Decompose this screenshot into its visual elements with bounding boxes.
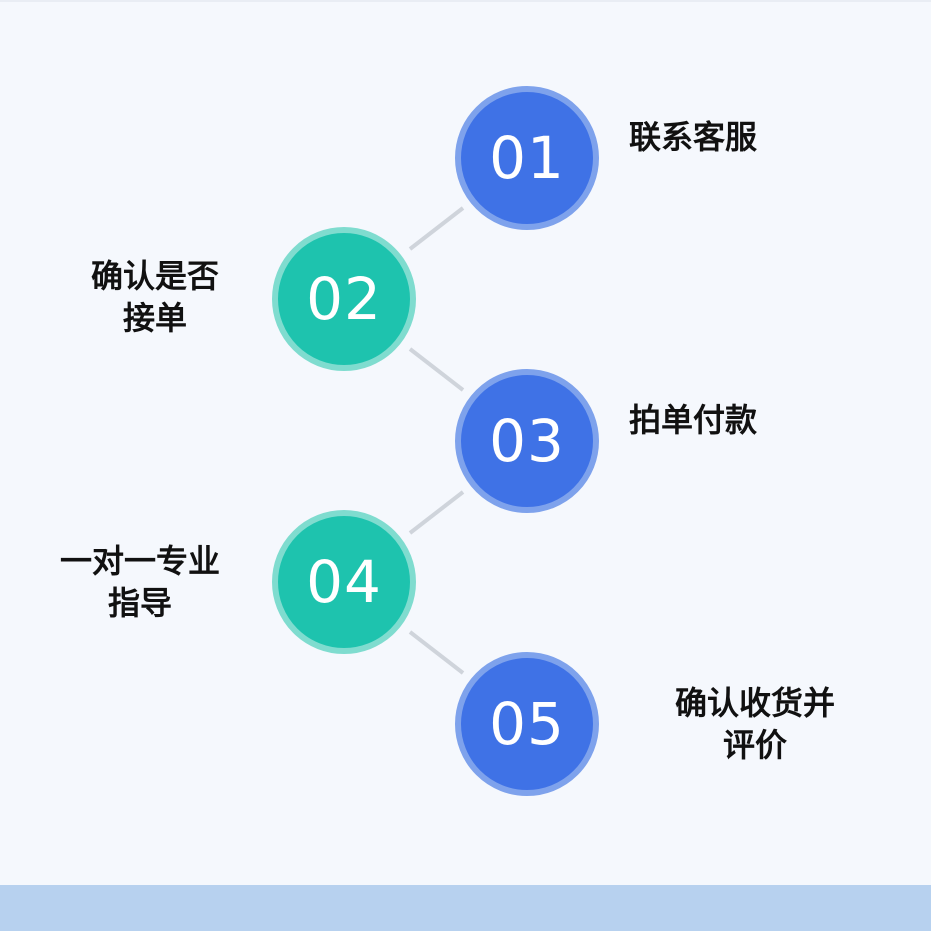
step-05-label-line-2: 评价: [722, 726, 787, 764]
step-02-number: 02: [306, 265, 382, 333]
step-02-label-line-2: 接单: [122, 299, 187, 337]
step-02-label-line-1: 确认是否: [90, 257, 219, 295]
step-01-circle: 01: [455, 86, 599, 230]
step-01-label: 联系客服: [629, 116, 757, 158]
step-02-circle: 02: [272, 227, 416, 371]
footer-band: [0, 885, 931, 931]
step-05-label: 确认收货并 评价: [655, 682, 855, 766]
connector-01-02: [408, 206, 465, 251]
top-divider: [0, 0, 931, 2]
step-04-label: 一对一专业 指导: [40, 540, 240, 624]
step-04-label-line-1: 一对一专业: [59, 542, 220, 580]
step-02-label: 确认是否 接单: [60, 255, 250, 339]
step-01-number: 01: [489, 124, 565, 192]
connector-03-04: [408, 490, 465, 535]
step-04-label-line-2: 指导: [107, 584, 172, 622]
step-03-number: 03: [489, 407, 565, 475]
step-01-label-line-1: 联系客服: [629, 118, 758, 156]
step-03-circle: 03: [455, 369, 599, 513]
step-05-circle: 05: [455, 652, 599, 796]
step-05-number: 05: [489, 690, 565, 758]
step-03-label-line-1: 拍单付款: [629, 401, 758, 439]
step-03-label: 拍单付款: [629, 399, 757, 441]
step-04-circle: 04: [272, 510, 416, 654]
connector-02-03: [408, 347, 465, 392]
step-05-label-line-1: 确认收货并: [674, 684, 835, 722]
connector-04-05: [408, 630, 465, 675]
step-04-number: 04: [306, 548, 382, 616]
